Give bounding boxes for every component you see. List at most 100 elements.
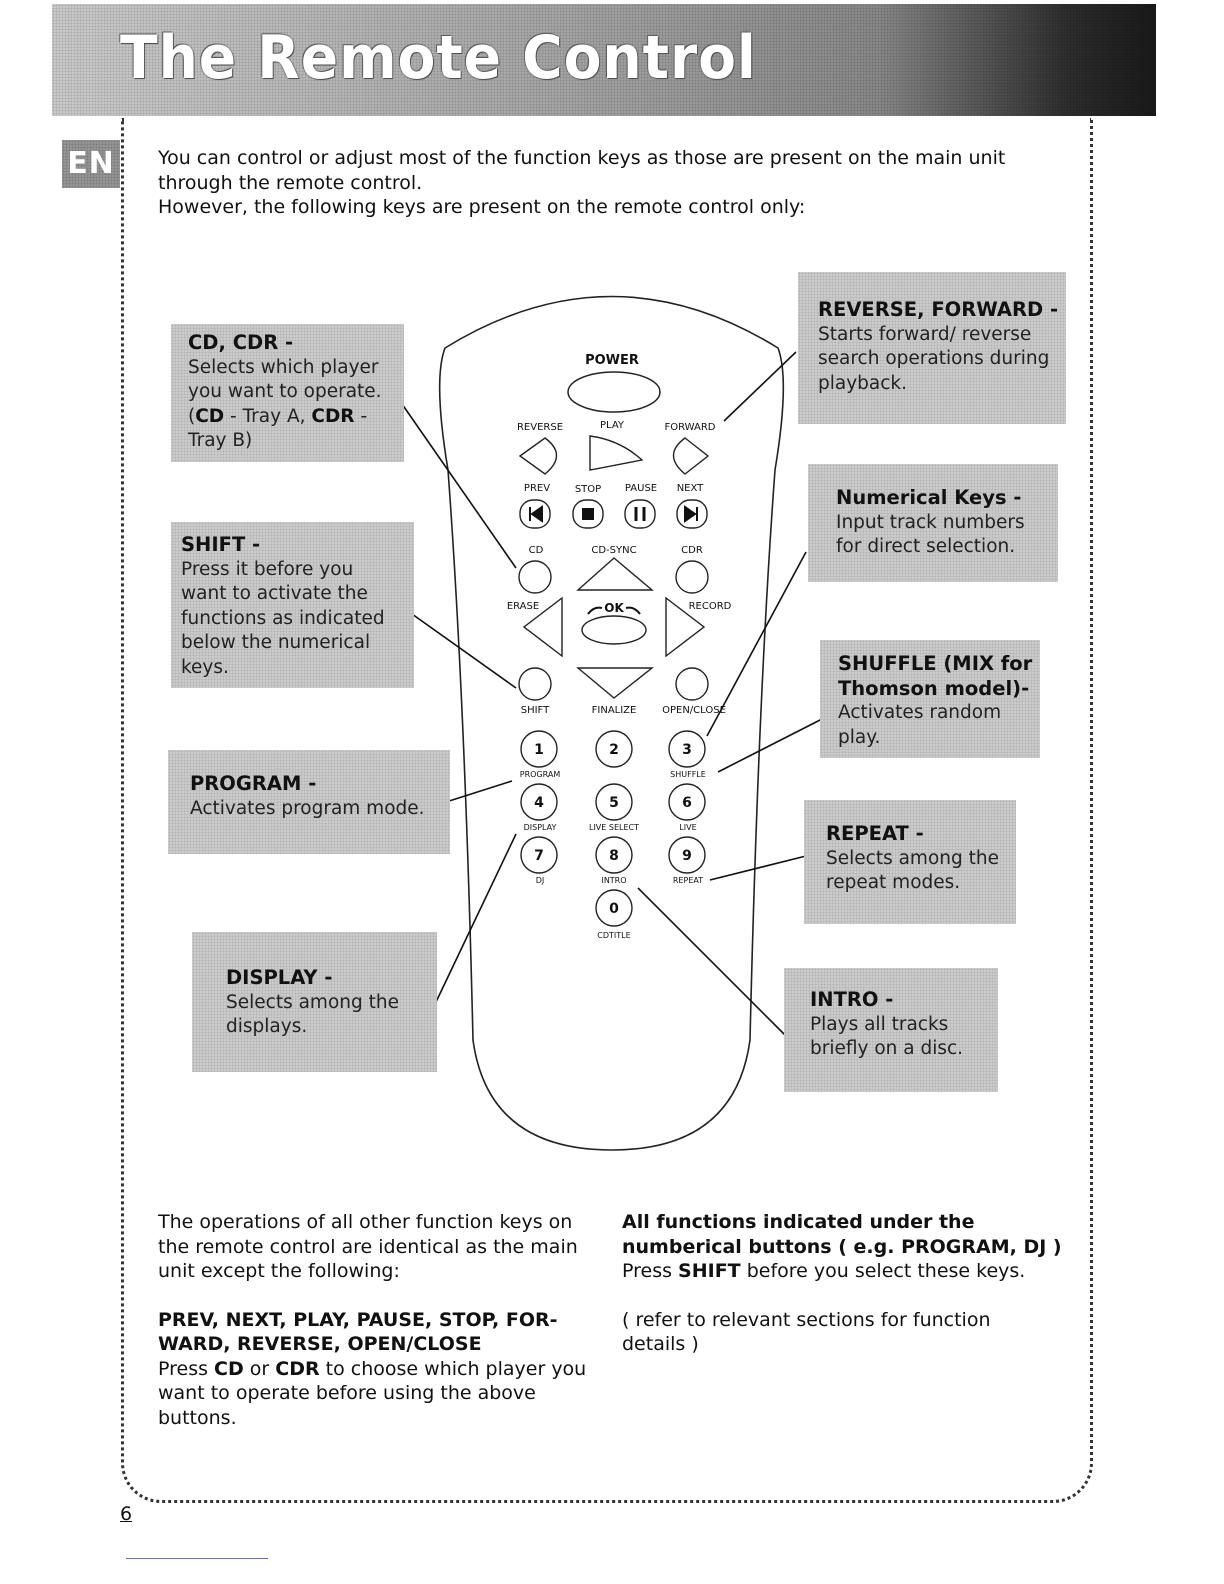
callout-repeat: REPEAT - Selects among the repeat modes. [804, 800, 1016, 924]
stop-label: STOP [575, 484, 601, 495]
bottom-right-text: All functions indicated under the number… [622, 1210, 1072, 1357]
forward-label: FORWARD [665, 422, 716, 433]
dj-label: DJ [536, 876, 545, 885]
callout-reverse-forward: REVERSE, FORWARD - Starts forward/ rever… [798, 272, 1066, 424]
key-9[interactable] [668, 836, 706, 874]
footer-rule [126, 1558, 268, 1559]
key-5[interactable] [595, 783, 633, 821]
ok-button[interactable] [581, 615, 647, 645]
cdr-button[interactable] [675, 560, 709, 594]
play-button[interactable] [589, 435, 644, 471]
prev-icon [529, 505, 543, 523]
bottom-right-heading: numberical buttons ( e.g. PROGRAM, DJ ) [622, 1235, 1062, 1258]
bottom-left-heading: PREV, NEXT, PLAY, PAUSE, STOP, FOR- [158, 1308, 558, 1331]
shuffle-label: SHUFFLE [670, 770, 706, 779]
key-3-label: 3 [682, 742, 692, 758]
key-3[interactable] [668, 730, 706, 768]
leader-display [435, 833, 517, 1003]
open-close-button[interactable] [675, 667, 709, 701]
cd-title-label: CDTITLE [597, 931, 630, 940]
leader-shift [411, 613, 517, 689]
callout-intro: INTRO - Plays all tracks briefly on a di… [784, 968, 998, 1092]
live-label: LIVE [679, 823, 696, 832]
reverse-button[interactable] [518, 437, 558, 475]
bottom-right-heading: All functions indicated under the [622, 1211, 975, 1233]
key-7[interactable] [520, 836, 558, 874]
leader-program [445, 780, 513, 803]
key-6[interactable] [668, 783, 706, 821]
down-button[interactable] [576, 667, 655, 699]
key-8[interactable] [595, 836, 633, 874]
stop-icon [582, 508, 594, 520]
ok-arc [587, 606, 641, 615]
intro-key-label: INTRO [601, 876, 626, 885]
pause-button[interactable] [624, 499, 656, 529]
intro-line: You can control or adjust most of the fu… [158, 147, 1006, 169]
bottom-left-text: The operations of all other function key… [158, 1210, 608, 1430]
key-1[interactable] [520, 730, 558, 768]
power-label: POWER [585, 353, 639, 368]
intro-line: through the remote control. [158, 171, 423, 194]
pause-label: PAUSE [625, 483, 657, 494]
callout-shift: SHIFT - Press it before you want to acti… [171, 522, 414, 688]
bottom-left-heading: WARD, REVERSE, OPEN/CLOSE [158, 1333, 482, 1355]
key-8-label: 8 [609, 848, 619, 864]
page-title: The Remote Control [120, 23, 757, 93]
left-button[interactable] [522, 596, 563, 658]
display-key-label: DISPLAY [524, 823, 557, 832]
finalize-label: FINALIZE [592, 705, 637, 716]
numeric-keypad: 1 2 3 PROGRAM SHUFFLE 4 5 6 DISPLAY LIVE… [520, 730, 706, 940]
shift-label: SHIFT [521, 705, 550, 716]
reverse-label: REVERSE [517, 422, 563, 433]
next-icon [684, 505, 698, 523]
cd-label: CD [529, 545, 544, 556]
leader-cd-cdr [401, 403, 517, 569]
play-label: PLAY [600, 420, 625, 431]
power-button[interactable] [567, 371, 661, 413]
key-7-label: 7 [534, 848, 544, 864]
page-number: 6 [120, 1503, 133, 1525]
repeat-key-label: REPEAT [673, 876, 703, 885]
prev-label: PREV [524, 483, 550, 494]
dotted-frame [121, 118, 1093, 1503]
key-9-label: 9 [682, 848, 692, 864]
program-label: PROGRAM [520, 770, 561, 779]
ok-label: OK [604, 601, 624, 615]
callout-shuffle: SHUFFLE (MIX for Thomson model)- Activat… [820, 640, 1040, 758]
forward-button[interactable] [672, 437, 710, 475]
callout-cd-cdr: CD, CDR - Selects which player you want … [171, 324, 404, 462]
erase-label: ERASE [507, 601, 539, 612]
cdr-label: CDR [681, 545, 703, 556]
open-close-label: OPEN/CLOSE [662, 705, 726, 716]
leader-lines [401, 351, 825, 1037]
leader-reverse-forward [723, 351, 797, 422]
key-2[interactable] [595, 730, 633, 768]
record-label: RECORD [689, 601, 732, 612]
key-1-label: 1 [534, 742, 544, 758]
header-bar [52, 4, 1156, 116]
shift-button[interactable] [518, 667, 552, 701]
key-4-label: 4 [534, 795, 544, 811]
callout-program: PROGRAM - Activates program mode. [168, 750, 450, 854]
leader-repeat [709, 855, 807, 881]
live-select-label: LIVE SELECT [589, 823, 639, 832]
cd-button[interactable] [518, 560, 552, 594]
pause-icon [634, 507, 646, 521]
intro-line: However, the following keys are present … [158, 196, 806, 218]
key-0-label: 0 [609, 901, 619, 917]
key-6-label: 6 [682, 795, 692, 811]
intro-text: You can control or adjust most of the fu… [158, 146, 1058, 220]
callout-numerical-keys: Numerical Keys - Input track numbers for… [808, 464, 1058, 582]
key-5-label: 5 [609, 795, 619, 811]
up-button[interactable] [576, 557, 654, 591]
key-0[interactable] [595, 889, 633, 927]
callout-display: DISPLAY - Selects among the displays. [192, 932, 437, 1072]
right-button[interactable] [665, 596, 706, 658]
language-badge: EN [62, 140, 120, 188]
leader-intro [637, 887, 787, 1037]
key-4[interactable] [520, 783, 558, 821]
leader-shuffle [717, 717, 825, 773]
next-label: NEXT [677, 483, 704, 494]
leader-numerical [706, 551, 807, 737]
